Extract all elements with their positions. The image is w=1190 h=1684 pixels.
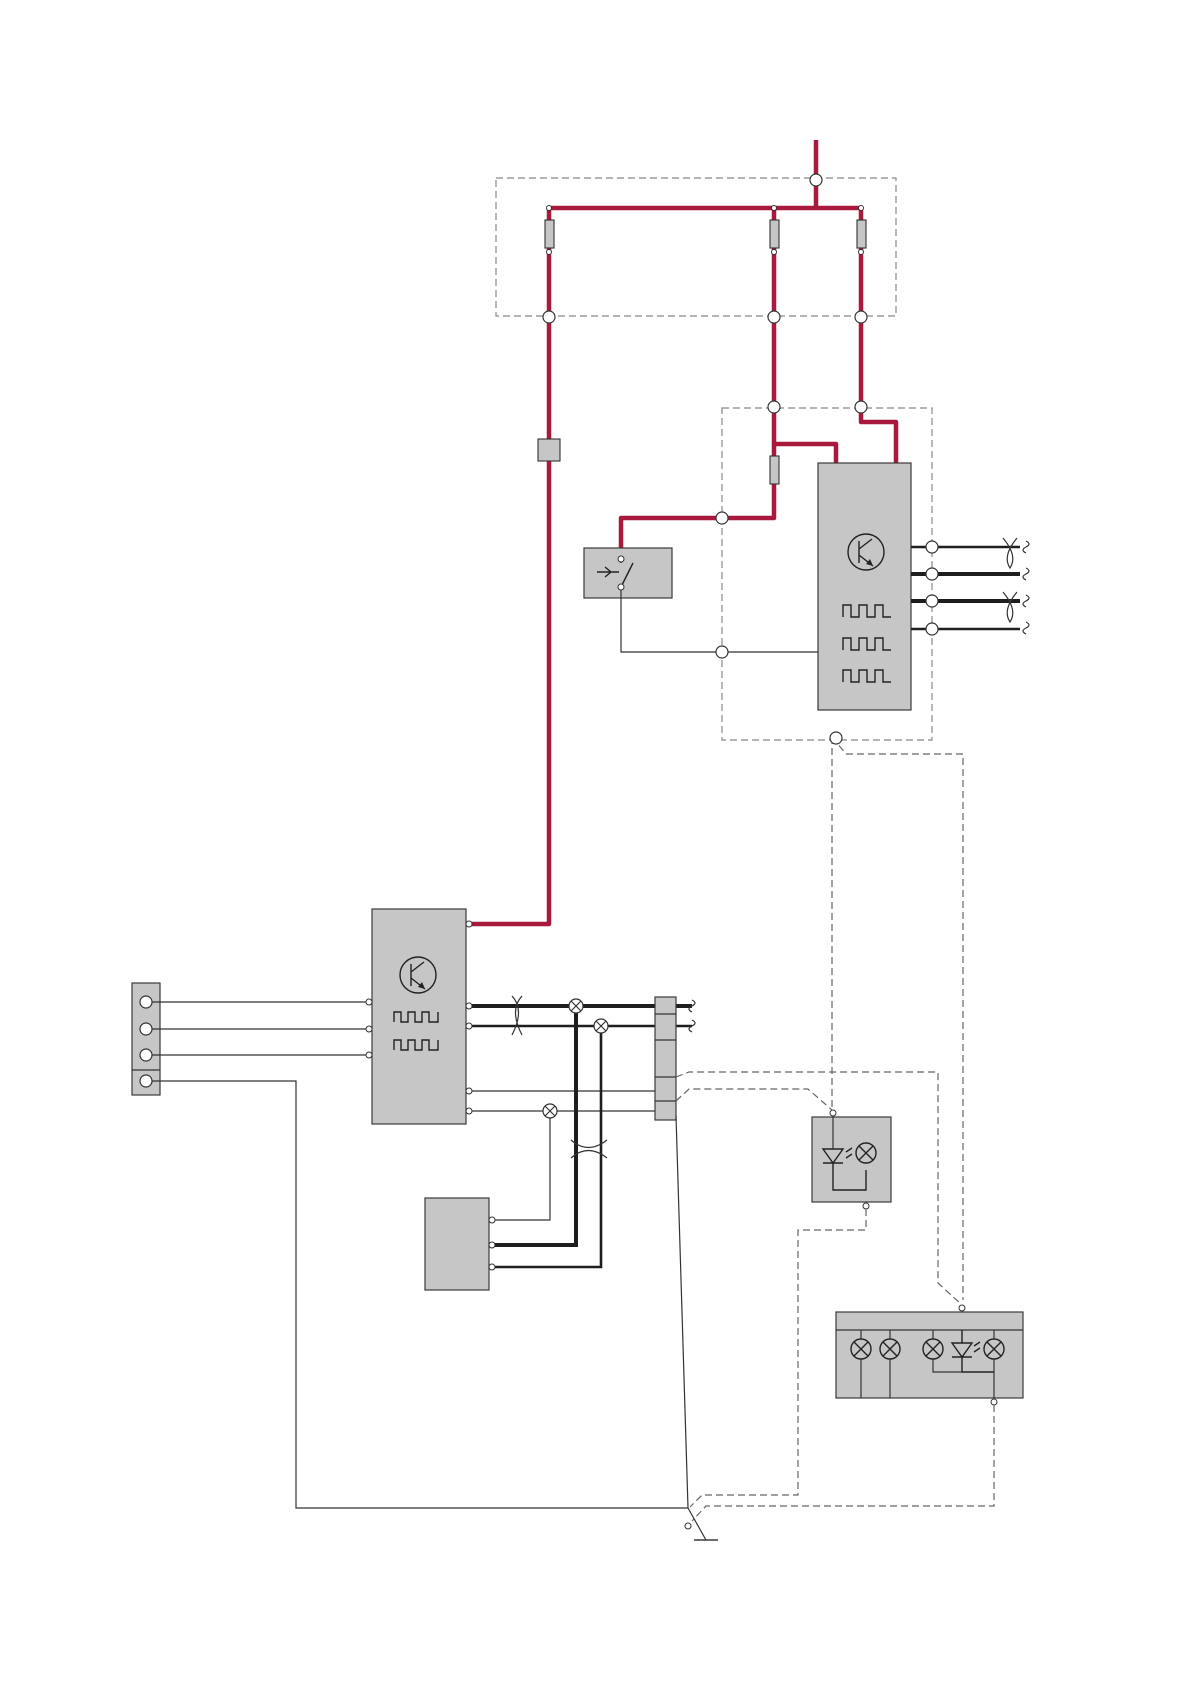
lower-control-module: [372, 909, 466, 1124]
fuse-2: [770, 220, 779, 248]
lamp-cluster: [836, 1305, 1023, 1405]
fuse-3: [857, 220, 866, 248]
sensor-feeds: [492, 999, 608, 1267]
switch-unit: [584, 548, 672, 598]
upper-control-module: [818, 463, 911, 710]
fuse-1: [545, 220, 554, 248]
lower-module-body: [372, 909, 466, 1124]
indicator-unit: [812, 1110, 891, 1209]
fuse-4: [770, 456, 779, 484]
upper-module-body: [818, 463, 911, 710]
connector-block: [132, 983, 160, 1095]
fuse-box-frame: [496, 178, 896, 316]
inline-connector: [538, 439, 560, 461]
fuse-box: [496, 178, 896, 316]
twist-icon: [1003, 538, 1017, 622]
switch-to-module-wire: [621, 590, 818, 652]
sensor-unit: [425, 1198, 495, 1290]
ground-point: [676, 1116, 718, 1540]
lower-module-buses: [466, 996, 695, 1120]
